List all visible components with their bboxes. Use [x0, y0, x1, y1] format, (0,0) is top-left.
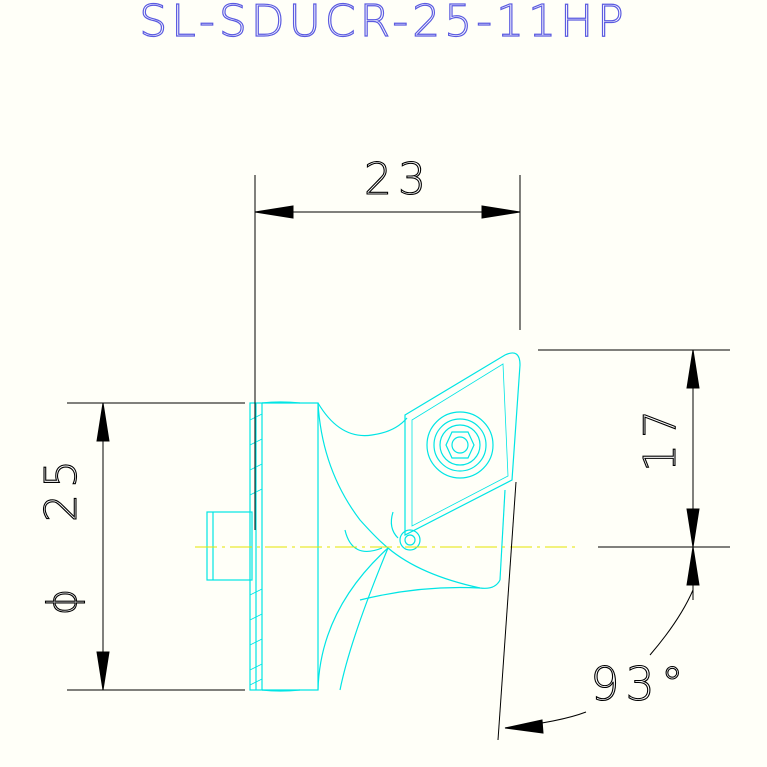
cutting-insert	[404, 352, 521, 536]
shank-stub	[206, 511, 253, 581]
dimension-diameter	[67, 402, 245, 691]
dimension-width	[254, 175, 521, 530]
dimension-angle-label: 93°	[590, 657, 690, 711]
part-number-title: SL-SDUCR-25-11HP	[139, 0, 628, 47]
tool-geometry	[206, 352, 521, 692]
dimension-height	[538, 349, 730, 600]
insert-clamp	[390, 511, 421, 551]
dimension-height-label: 17	[635, 404, 686, 472]
dimension-height-label-group: 17	[634, 403, 686, 472]
insert-screw	[426, 411, 494, 479]
serrations	[249, 413, 263, 686]
dimension-diameter-label: 25	[36, 454, 87, 522]
dimension-diameter-symbol: ϕ	[40, 589, 86, 615]
dimension-width-label: 23	[364, 154, 432, 205]
dimension-diameter-label-group: ϕ 25	[35, 453, 87, 615]
dimensions	[67, 175, 730, 741]
holder-head	[317, 402, 506, 691]
dimension-angle	[497, 481, 694, 741]
